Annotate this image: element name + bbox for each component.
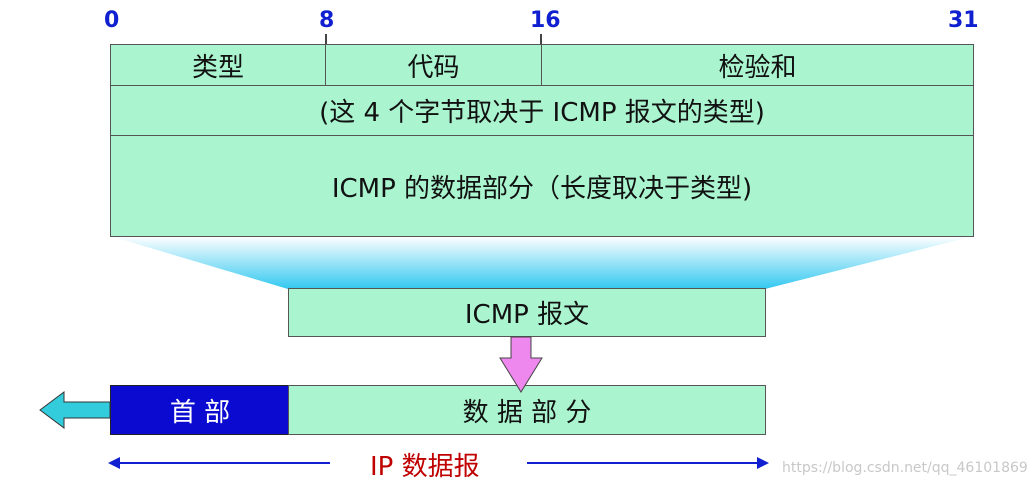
icmp-data-field: ICMP 的数据部分（长度取决于类型) (110, 135, 974, 237)
icmp-message-box: ICMP 报文 (288, 288, 766, 337)
span-arrow-right-line (527, 462, 761, 464)
checksum-field-label: 检验和 (718, 52, 797, 83)
down-arrow-icon (499, 336, 543, 393)
code-field: 代码 (325, 44, 542, 86)
ip-datagram-caption: IP 数据报 (370, 452, 480, 482)
ip-header-label: 首 部 (169, 397, 231, 428)
ip-header-block: 首 部 (110, 385, 290, 435)
bit-position-31: 31 (948, 8, 979, 33)
span-arrow-right-head-icon (757, 457, 769, 469)
ip-data-label: 数 据 部 分 (462, 397, 592, 428)
type-field-label: 类型 (191, 52, 244, 83)
type-field: 类型 (110, 44, 326, 86)
tick-mark-16 (540, 34, 542, 44)
icmp-message-label: ICMP 报文 (464, 300, 590, 330)
icmp-data-label: ICMP 的数据部分（长度取决于类型) (331, 173, 753, 204)
bit-position-8: 8 (319, 8, 335, 33)
rest-of-header-field: (这 4 个字节取决于 ICMP 报文的类型) (110, 85, 974, 136)
bit-position-16: 16 (530, 8, 561, 33)
checksum-field: 检验和 (541, 44, 974, 86)
span-arrow-left-head-icon (108, 457, 120, 469)
span-arrow-left-line (112, 462, 330, 464)
watermark-text: https://blog.csdn.net/qq_46101869 (782, 460, 1028, 476)
ip-data-block: 数 据 部 分 (288, 385, 766, 435)
tick-mark-8 (325, 34, 327, 44)
left-arrow-icon (39, 391, 111, 429)
bit-position-0: 0 (104, 8, 120, 33)
rest-of-header-label: (这 4 个字节取决于 ICMP 报文的类型) (319, 98, 765, 128)
code-field-label: 代码 (407, 52, 460, 83)
